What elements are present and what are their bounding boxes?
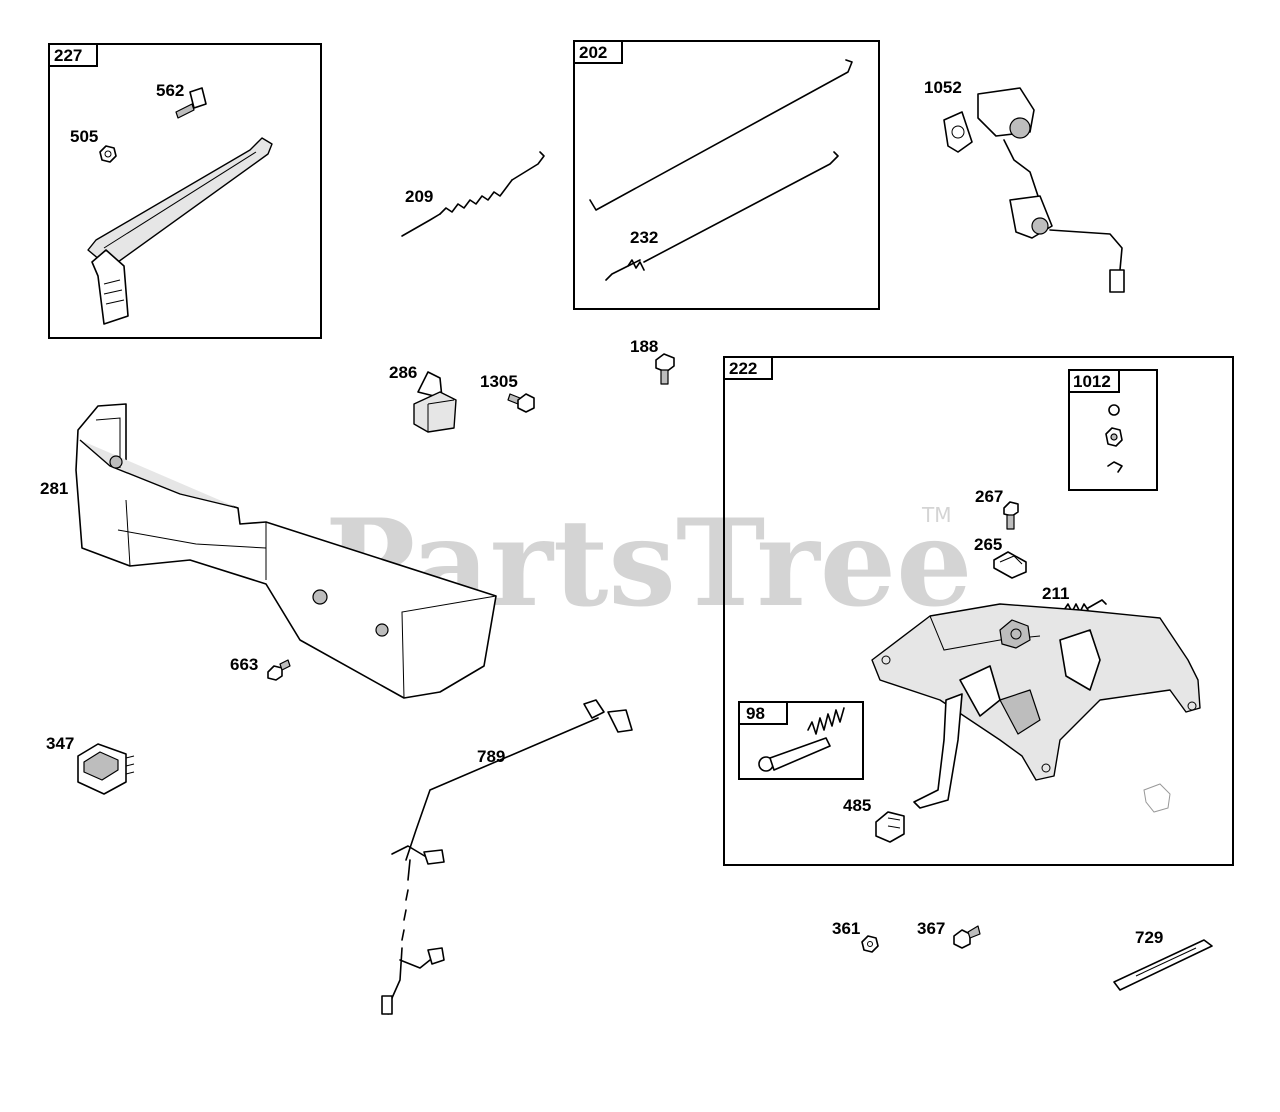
part-202-rod[interactable] — [589, 59, 853, 211]
callout-267[interactable]: 267 — [975, 487, 1003, 506]
box-1012-label: 1012 — [1073, 372, 1111, 391]
box-222[interactable]: 222 — [723, 356, 1234, 866]
part-1012-hardware[interactable] — [1105, 404, 1123, 473]
part-98-pin-spring[interactable] — [758, 707, 845, 772]
part-361-nut[interactable] — [861, 935, 879, 953]
callout-361[interactable]: 361 — [832, 919, 860, 938]
part-209-spring[interactable] — [401, 151, 545, 237]
part-286-bracket[interactable] — [413, 371, 457, 433]
callout-1052[interactable]: 1052 — [924, 78, 962, 97]
part-562-bolt[interactable] — [175, 87, 207, 119]
callout-367[interactable]: 367 — [917, 919, 945, 938]
part-1052-throttle-control[interactable] — [943, 87, 1125, 293]
callout-286[interactable]: 286 — [389, 363, 417, 382]
part-222-lever[interactable] — [913, 693, 963, 809]
part-281-cover[interactable] — [75, 403, 497, 699]
part-188-bolt[interactable] — [655, 353, 675, 385]
callout-188[interactable]: 188 — [630, 337, 658, 356]
part-232-spring-rod[interactable] — [605, 151, 839, 281]
callout-265[interactable]: 265 — [974, 535, 1002, 554]
callout-729[interactable]: 729 — [1135, 928, 1163, 947]
part-347-switch[interactable] — [77, 743, 135, 795]
box-227-label: 227 — [54, 46, 82, 65]
part-267-bolt[interactable] — [1003, 501, 1019, 530]
callout-485[interactable]: 485 — [843, 796, 871, 815]
callout-232[interactable]: 232 — [630, 228, 658, 247]
part-1305-bolt[interactable] — [507, 393, 535, 413]
callout-663[interactable]: 663 — [230, 655, 258, 674]
box-1012[interactable]: 1012 — [1068, 369, 1158, 491]
part-265-clip[interactable] — [993, 551, 1027, 579]
callout-562[interactable]: 562 — [156, 81, 184, 100]
part-663-bolt[interactable] — [267, 659, 291, 681]
part-729-bracket-strip[interactable] — [1113, 939, 1213, 991]
part-222-governor-plate[interactable] — [871, 603, 1201, 781]
callout-281[interactable]: 281 — [40, 479, 68, 498]
box-202[interactable]: 202 — [573, 40, 880, 310]
box-98[interactable]: 98 — [738, 701, 864, 780]
callout-347[interactable]: 347 — [46, 734, 74, 753]
box-227[interactable]: 227 — [48, 43, 322, 339]
parts-icon-graphic — [1143, 783, 1171, 813]
callout-209[interactable]: 209 — [405, 187, 433, 206]
box-98-label: 98 — [746, 704, 765, 723]
callout-505[interactable]: 505 — [70, 127, 98, 146]
callout-211[interactable]: 211 — [1042, 584, 1069, 603]
part-485-cap[interactable] — [875, 811, 905, 843]
watermark-tm: TM — [921, 503, 951, 527]
part-227-lever-arm[interactable] — [87, 137, 273, 325]
part-367-bolt[interactable] — [953, 925, 981, 949]
box-202-label: 202 — [579, 43, 607, 62]
callout-1305[interactable]: 1305 — [480, 372, 518, 391]
part-789-wiring-harness[interactable] — [381, 699, 633, 1015]
part-211-spring[interactable] — [1063, 599, 1107, 613]
part-505-nut[interactable] — [99, 145, 117, 163]
box-222-label: 222 — [729, 359, 757, 378]
